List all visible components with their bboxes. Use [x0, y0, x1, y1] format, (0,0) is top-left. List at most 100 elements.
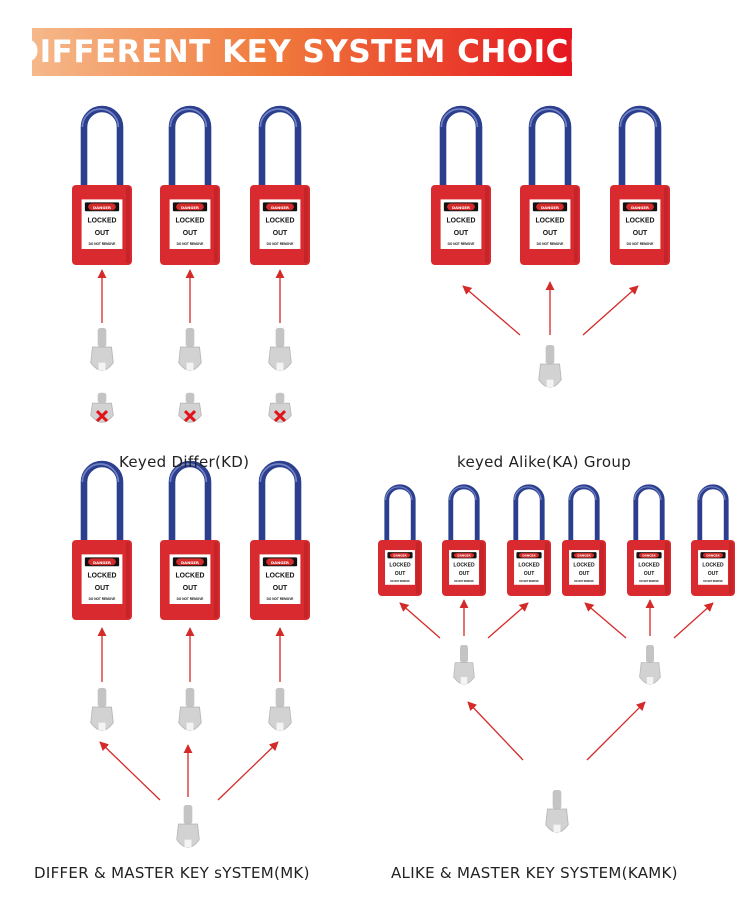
- caption-keyed-alike: keyed Alike(KA) Group: [457, 453, 632, 471]
- do-not-remove-label: DO NOT REMOVE: [519, 581, 539, 583]
- padlock-icon: DANGER LOCKED OUT DO NOT REMOVE: [250, 460, 310, 620]
- out-label: OUT: [454, 230, 469, 237]
- arrow-icon: [99, 741, 161, 801]
- key-icon: [90, 688, 114, 731]
- danger-label: DANGER: [541, 205, 559, 210]
- arrow-icon: [462, 285, 521, 336]
- padlock-icon: DANGER LOCKED OUT DO NOT REMOVE: [250, 105, 310, 265]
- caption-keyed-differ: Keyed Differ(KD): [119, 453, 250, 471]
- padlock-icon: DANGER LOCKED OUT DO NOT REMOVE: [610, 105, 670, 265]
- do-not-remove-label: DO NOT REMOVE: [89, 597, 116, 601]
- out-label: OUT: [633, 230, 648, 237]
- caption-alike-master: ALIKE & MASTER KEY SYSTEM(KAMK): [391, 864, 678, 882]
- locked-label: LOCKED: [175, 573, 204, 580]
- out-label: OUT: [95, 230, 110, 237]
- padlock-icon: DANGER LOCKED OUT DO NOT REMOVE: [72, 105, 132, 265]
- out-label: OUT: [644, 571, 656, 577]
- padlock-icon: DANGER LOCKED OUT DO NOT REMOVE: [691, 484, 735, 596]
- locked-label: LOCKED: [389, 562, 411, 568]
- arrow-icon: [673, 602, 714, 639]
- do-not-remove-label: DO NOT REMOVE: [537, 242, 564, 246]
- caption-master-key: DIFFER & MASTER KEY sYSTEM(MK): [34, 864, 310, 882]
- danger-label: DANGER: [642, 554, 656, 558]
- key-icon: [90, 328, 114, 371]
- do-not-remove-label: DO NOT REMOVE: [639, 581, 659, 583]
- out-label: OUT: [524, 571, 536, 577]
- do-not-remove-label: DO NOT REMOVE: [177, 242, 204, 246]
- key-icon: [268, 328, 292, 371]
- arrow-icon: [487, 602, 529, 639]
- do-not-remove-label: DO NOT REMOVE: [627, 242, 654, 246]
- do-not-remove-label: DO NOT REMOVE: [390, 581, 410, 583]
- locked-label: LOCKED: [87, 573, 116, 580]
- key-icon: [178, 328, 202, 371]
- danger-label: DANGER: [457, 554, 471, 558]
- locked-label: LOCKED: [453, 562, 475, 568]
- key-icon: [639, 645, 661, 685]
- danger-label: DANGER: [452, 205, 470, 210]
- out-label: OUT: [395, 571, 407, 577]
- arrow-icon: [399, 602, 441, 639]
- do-not-remove-label: DO NOT REMOVE: [267, 242, 294, 246]
- do-not-remove-label: DO NOT REMOVE: [448, 242, 475, 246]
- do-not-remove-label: DO NOT REMOVE: [267, 597, 294, 601]
- key-icon: [178, 688, 202, 731]
- danger-label: DANGER: [393, 554, 407, 558]
- danger-label: DANGER: [271, 205, 289, 210]
- danger-label: DANGER: [93, 205, 111, 210]
- locked-label: LOCKED: [87, 218, 116, 225]
- locked-label: LOCKED: [518, 562, 540, 568]
- locked-label: LOCKED: [638, 562, 660, 568]
- out-label: OUT: [708, 571, 720, 577]
- padlock-icon: DANGER LOCKED OUT DO NOT REMOVE: [562, 484, 606, 596]
- arrow-icon: [584, 602, 627, 639]
- danger-label: DANGER: [181, 560, 199, 565]
- locked-label: LOCKED: [625, 218, 654, 225]
- key-icon: [538, 345, 562, 388]
- arrow-icon: [586, 701, 646, 761]
- title-banner: DIFFERENT KEY SYSTEM CHOICE: [13, 28, 590, 76]
- padlock-icon: DANGER LOCKED OUT DO NOT REMOVE: [520, 105, 580, 265]
- locked-label: LOCKED: [175, 218, 204, 225]
- out-label: OUT: [273, 585, 288, 592]
- out-label: OUT: [183, 230, 198, 237]
- out-label: OUT: [95, 585, 110, 592]
- locked-label: LOCKED: [573, 562, 595, 568]
- padlock-icon: DANGER LOCKED OUT DO NOT REMOVE: [72, 460, 132, 620]
- danger-label: DANGER: [522, 554, 536, 558]
- do-not-remove-label: DO NOT REMOVE: [703, 581, 723, 583]
- do-not-remove-label: DO NOT REMOVE: [177, 597, 204, 601]
- locked-label: LOCKED: [702, 562, 724, 568]
- danger-label: DANGER: [271, 560, 289, 565]
- cross-mark-icon: [95, 409, 109, 423]
- locked-label: LOCKED: [446, 218, 475, 225]
- locked-label: LOCKED: [265, 218, 294, 225]
- arrow-icon: [467, 701, 524, 761]
- danger-label: DANGER: [181, 205, 199, 210]
- danger-label: DANGER: [93, 560, 111, 565]
- out-label: OUT: [273, 230, 288, 237]
- padlock-icon: DANGER LOCKED OUT DO NOT REMOVE: [507, 484, 551, 596]
- out-label: OUT: [543, 230, 558, 237]
- padlock-icon: DANGER LOCKED OUT DO NOT REMOVE: [627, 484, 671, 596]
- do-not-remove-label: DO NOT REMOVE: [89, 242, 116, 246]
- danger-label: DANGER: [706, 554, 720, 558]
- page-title: DIFFERENT KEY SYSTEM CHOICE: [13, 34, 591, 70]
- out-label: OUT: [579, 571, 591, 577]
- padlock-icon: DANGER LOCKED OUT DO NOT REMOVE: [160, 460, 220, 620]
- danger-label: DANGER: [631, 205, 649, 210]
- arrow-icon: [217, 741, 279, 801]
- locked-label: LOCKED: [535, 218, 564, 225]
- arrow-icon: [582, 285, 639, 336]
- danger-label: DANGER: [577, 554, 591, 558]
- key-icon: [453, 645, 475, 685]
- padlock-icon: DANGER LOCKED OUT DO NOT REMOVE: [431, 105, 491, 265]
- cross-mark-icon: [183, 409, 197, 423]
- out-label: OUT: [183, 585, 198, 592]
- out-label: OUT: [459, 571, 471, 577]
- key-icon: [545, 790, 569, 833]
- locked-label: LOCKED: [265, 573, 294, 580]
- do-not-remove-label: DO NOT REMOVE: [574, 581, 594, 583]
